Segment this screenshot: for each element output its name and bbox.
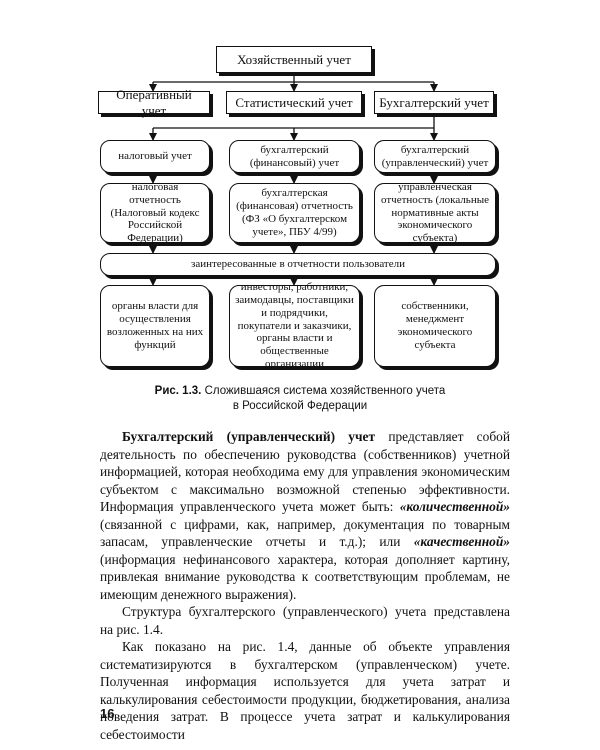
diagram-connectors [149,73,438,286]
financial-accounting-box: бухгалтерский (финансовый) учет [229,140,360,173]
bookkeeping-box: Бухгалтерский учет [374,91,494,114]
financial-reporting-box: бухгалтерская (финансовая) отчетность (Ф… [229,183,360,243]
management-accounting-label: бухгалтерский (управленческий) учет [381,143,489,169]
paragraph-1-text-b: (связанной с цифрами, как, например, док… [100,516,510,550]
authorities-label: органы власти для осуществления возложен… [106,300,204,351]
paragraph-3: Как показано на рис. 1.4, данные об объе… [100,639,510,742]
interested-users-band: заинтересованные в отчетности пользовате… [100,253,496,276]
management-reporting-label: управленческая отчетность (локальные нор… [381,180,489,245]
management-accounting-box: бухгалтерский (управленческий) учет [374,140,496,173]
root-box: Хозяйственный учет [216,46,372,73]
interested-users-label: заинтересованные в отчетности пользовате… [190,258,405,271]
statistical-accounting-box: Статистический учет [226,91,362,114]
tax-reporting-box: налоговая отчетность (Налоговый кодекс Р… [100,180,210,245]
authorities-box: органы власти для осуществления возложен… [100,285,210,367]
body-text: Бухгалтерский (управленческий) учет пред… [100,428,510,743]
term-quantitative: «количественной» [399,499,510,514]
accounting-system-diagram: Хозяйственный учет Оперативный учет Стат… [98,46,496,370]
external-users-box: инвесторы, работники, заимодавцы, постав… [229,281,360,370]
page-number: 16 [100,706,115,721]
figure-caption: Рис. 1.3. Сложившаяся система хозяйствен… [0,384,600,414]
tax-accounting-box: налоговый учет [100,140,210,173]
financial-reporting-label: бухгалтерская (финансовая) отчетность (Ф… [236,187,353,238]
term-management-accounting: Бухгалтерский (управленческий) учет [122,429,376,444]
paragraph-1-text-c: (информация нефинансового характера, кот… [100,551,510,602]
root-label: Хозяйственный учет [237,51,351,67]
owners-box: собственники, менеджмент экономического … [374,285,496,367]
operational-accounting-box: Оперативный учет [98,87,210,118]
paragraph-1-text-a: представляет собой деятельность по обесп… [100,429,510,514]
operational-label: Оперативный учет [116,87,192,118]
financial-accounting-label: бухгалтерский (финансовый) учет [249,143,340,169]
tax-reporting-label: налоговая отчетность (Налоговый кодекс Р… [110,180,200,245]
external-users-label: инвесторы, работники, заимодавцы, постав… [235,280,354,371]
paragraph-2: Структура бухгалтерского (управленческог… [100,604,510,637]
tax-accounting-label: налоговый учет [118,150,192,163]
management-reporting-box: управленческая отчетность (локальные нор… [374,180,496,245]
statistical-label: Статистический учет [235,94,353,110]
owners-label: собственники, менеджмент экономического … [397,300,473,351]
bookkeeping-label: Бухгалтерский учет [379,94,489,110]
figure-label: Рис. 1.3. [154,385,202,397]
caption-line-2: в Российской Федерации [232,400,368,412]
term-qualitative: «качественной» [413,534,510,549]
paragraph-1: Бухгалтерский (управленческий) учет пред… [100,428,510,603]
caption-line-1: Сложившаяся система хозяйственного учета [204,385,446,397]
